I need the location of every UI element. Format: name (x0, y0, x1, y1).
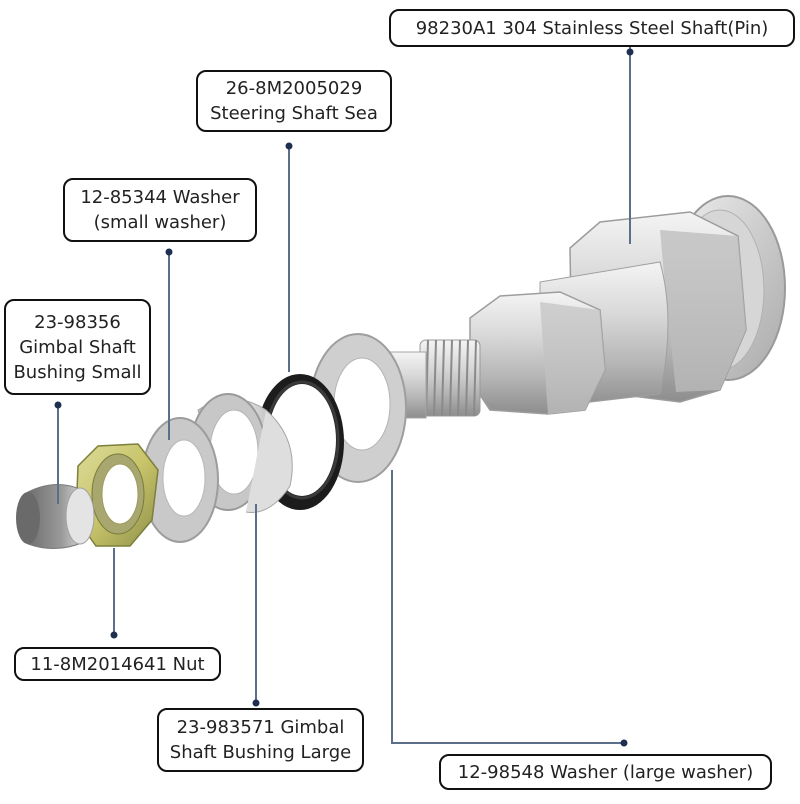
callout-seal-line-1: 26-8M2005029 (225, 78, 363, 99)
callout-bushing-small-line-2: Gimbal Shaft (19, 336, 136, 358)
callout-bushing-small: 23-98356 Gimbal Shaft Bushing Small (4, 299, 151, 395)
callout-nut: 11-8M2014641 Nut (14, 647, 221, 681)
washer-small-part (141, 417, 219, 543)
callout-shaft: 98230A1 304 Stainless Steel Shaft(Pin) (389, 9, 795, 47)
callout-bushing-small-line-1: 23-98356 (34, 311, 121, 333)
callout-washer-small-line-1: 12-85344 Washer (80, 187, 240, 208)
bushing-small-part (16, 484, 95, 549)
callout-washer-small: 12-85344 Washer (small washer) (63, 178, 257, 242)
leader-lines (57, 47, 631, 744)
callout-nut-line-1: 11-8M2014641 Nut (30, 653, 205, 675)
callout-washer-large-line-1: 12-98548 Washer (large washer) (457, 761, 754, 783)
callout-bushing-large-line-1: 23-983571 Gimbal (176, 717, 345, 738)
leader-line-washer-large (391, 470, 624, 744)
callout-seal-line-2: Steering Shaft Sea (210, 103, 378, 124)
callout-washer-large: 12-98548 Washer (large washer) (439, 754, 772, 790)
callout-bushing-large: 23-983571 Gimbal Shaft Bushing Large (157, 708, 364, 772)
nut-part (75, 443, 159, 547)
shaft-part (345, 195, 786, 427)
callout-bushing-large-line-2: Shaft Bushing Large (169, 742, 352, 763)
callout-shaft-line-1: 98230A1 304 Stainless Steel Shaft(Pin) (415, 17, 769, 39)
callout-washer-small-line-2: (small washer) (93, 212, 227, 233)
callout-bushing-small-line-3: Bushing Small (13, 361, 142, 383)
leader-dots (54, 48, 634, 747)
callout-seal: 26-8M2005029 Steering Shaft Sea (196, 70, 392, 132)
